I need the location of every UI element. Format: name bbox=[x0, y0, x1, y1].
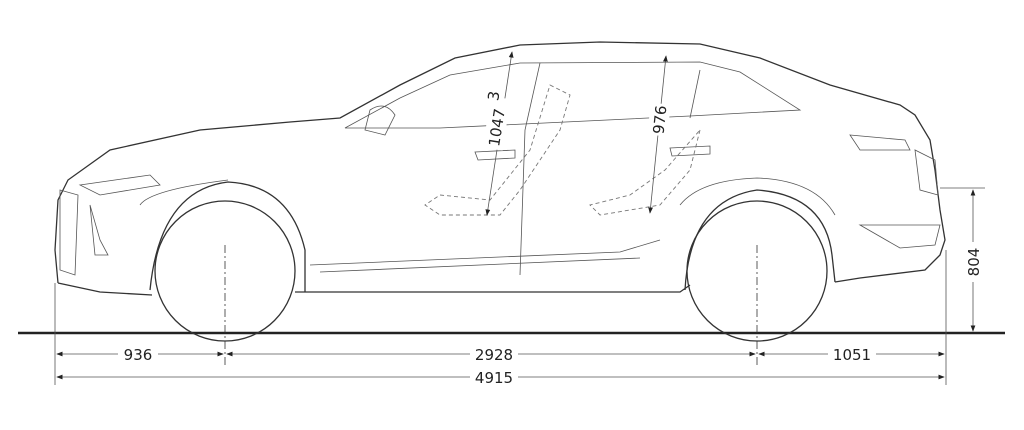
rear-overhang-label: 1051 bbox=[833, 346, 871, 364]
front-overhang-label: 936 bbox=[124, 346, 153, 364]
wheelbase-label: 2928 bbox=[475, 346, 513, 364]
height-label: 804 bbox=[965, 248, 983, 277]
rear-wheel bbox=[686, 200, 828, 368]
front-wheel bbox=[154, 200, 296, 368]
overall-length-label: 4915 bbox=[475, 369, 513, 387]
front-headroom-footnote: 3 bbox=[484, 90, 503, 102]
car-body-outline bbox=[54, 41, 946, 296]
front-headroom-label: 1047 bbox=[485, 107, 509, 148]
rear-headroom-label: 976 bbox=[650, 105, 671, 135]
